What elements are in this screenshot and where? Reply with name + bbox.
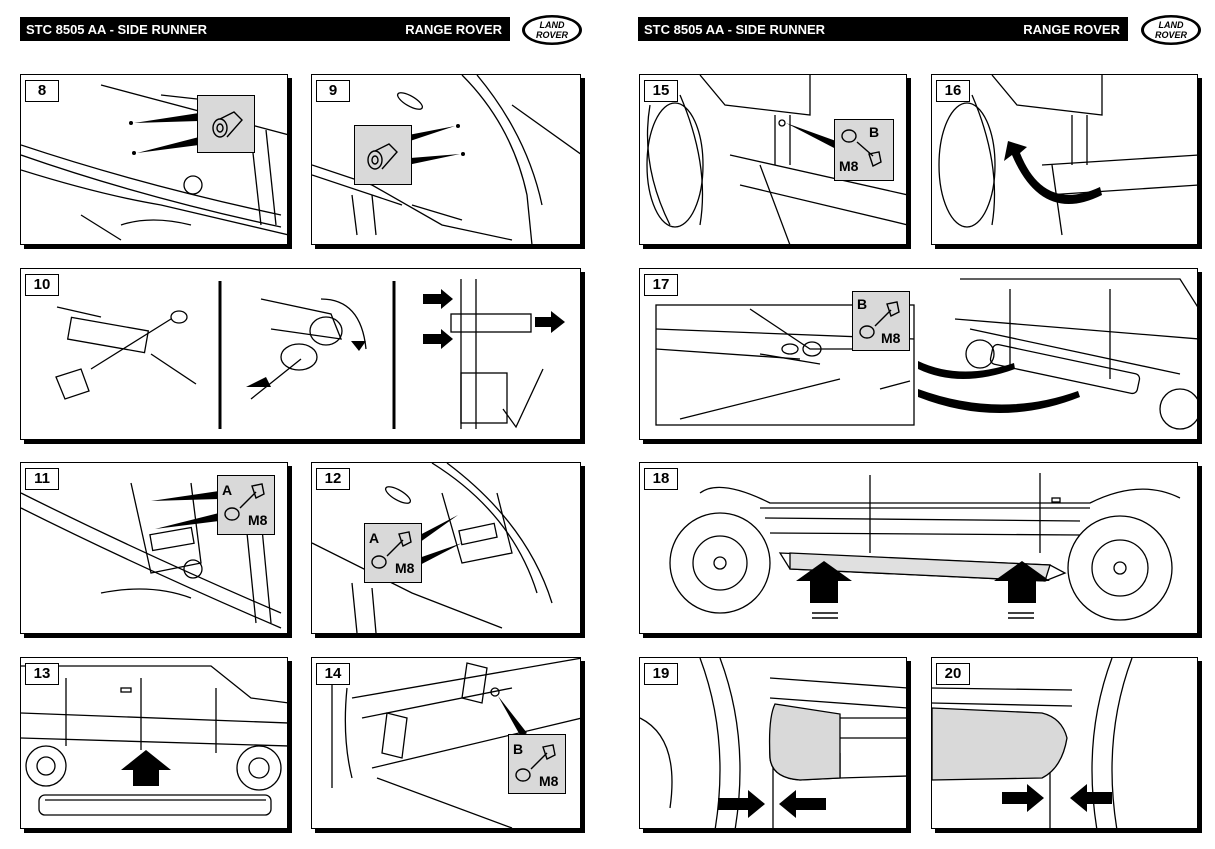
runner-fitted-vehicle-illustration xyxy=(669,473,1181,621)
right-header-bar: STC 8505 AA - SIDE RUNNER RANGE ROVER xyxy=(638,17,1128,41)
bolt-b-inset: B M8 xyxy=(508,734,566,794)
land-rover-logo-right: LAND ROVER xyxy=(1141,15,1201,45)
step-13-panel: 13 xyxy=(20,657,288,829)
vehicle-side-view-illustration xyxy=(21,665,287,816)
left-header-bar: STC 8505 AA - SIDE RUNNER RANGE ROVER xyxy=(20,17,510,41)
rear-end-cap-illustration xyxy=(932,658,1133,828)
step-14-panel: 14 B M8 xyxy=(311,657,581,829)
body-sill-illustration xyxy=(312,75,580,244)
runner-lift-illustration xyxy=(938,75,1197,236)
bolt-b-inset: B M8 xyxy=(834,119,894,181)
bolt-code: B xyxy=(857,296,868,312)
right-header-model: RANGE ROVER xyxy=(1023,22,1120,37)
logo-line2: ROVER xyxy=(1155,30,1188,40)
step-16-panel: 16 xyxy=(931,74,1198,245)
step-number: 11 xyxy=(25,468,59,490)
bolt-and-spanner-illustration xyxy=(55,279,565,429)
step-19-panel: 19 xyxy=(639,657,907,829)
bolt-size: M8 xyxy=(839,158,859,174)
step-10-panel: 10 xyxy=(20,268,581,440)
left-header-model: RANGE ROVER xyxy=(405,22,502,37)
bolt-size: M8 xyxy=(395,560,415,576)
bolt-code: A xyxy=(222,482,233,498)
bolt-code: B xyxy=(869,124,880,140)
step-number: 17 xyxy=(644,274,678,296)
bolt-a-inset: A M8 xyxy=(217,475,275,535)
chassis-illustration xyxy=(21,84,287,241)
bolt-size: M8 xyxy=(881,330,901,346)
step-number: 10 xyxy=(25,274,59,296)
step-12-panel: 12 A M8 xyxy=(311,462,581,634)
step-number: 20 xyxy=(936,663,970,685)
step-number: 15 xyxy=(644,80,678,102)
bolt-code: B xyxy=(513,741,524,757)
right-header-title: STC 8505 AA - SIDE RUNNER xyxy=(644,22,826,37)
left-header-title: STC 8505 AA - SIDE RUNNER xyxy=(26,22,208,37)
step-number: 18 xyxy=(644,468,678,490)
logo-line1: LAND xyxy=(1159,20,1184,30)
step-11-panel: 11 A M8 xyxy=(20,462,288,634)
step-17-panel: 17 B M8 xyxy=(639,268,1198,440)
rivnut-inset xyxy=(197,95,255,153)
bracket-fitting-illustration xyxy=(21,482,282,629)
runner-rear-fixing-illustration xyxy=(655,278,1197,430)
rivnut-inset xyxy=(354,125,412,185)
bolt-size: M8 xyxy=(248,512,268,528)
land-rover-logo-left: LAND ROVER xyxy=(522,15,582,45)
step-number: 14 xyxy=(316,663,350,685)
bolt-code: A xyxy=(369,530,380,546)
runner-front-fixing-illustration xyxy=(646,75,906,244)
bolt-a-inset: A M8 xyxy=(364,523,422,583)
step-number: 13 xyxy=(25,663,59,685)
step-number: 19 xyxy=(644,663,678,685)
bolt-size: M8 xyxy=(539,773,559,789)
logo-line2: ROVER xyxy=(536,30,569,40)
step-number: 16 xyxy=(936,80,970,102)
step-8-panel: 8 xyxy=(20,74,288,245)
step-number: 12 xyxy=(316,468,350,490)
step-number: 8 xyxy=(25,80,59,102)
front-end-cap-illustration xyxy=(640,658,906,828)
step-15-panel: 15 B M8 xyxy=(639,74,907,245)
bracket-fitting-illustration xyxy=(312,463,553,633)
step-number: 9 xyxy=(316,80,350,102)
step-9-panel: 9 xyxy=(311,74,581,245)
logo-line1: LAND xyxy=(540,20,565,30)
step-18-panel: 18 xyxy=(639,462,1198,634)
step-20-panel: 20 xyxy=(931,657,1198,829)
bolt-b-inset: B M8 xyxy=(852,291,910,351)
runner-bracket-illustration xyxy=(331,658,580,828)
